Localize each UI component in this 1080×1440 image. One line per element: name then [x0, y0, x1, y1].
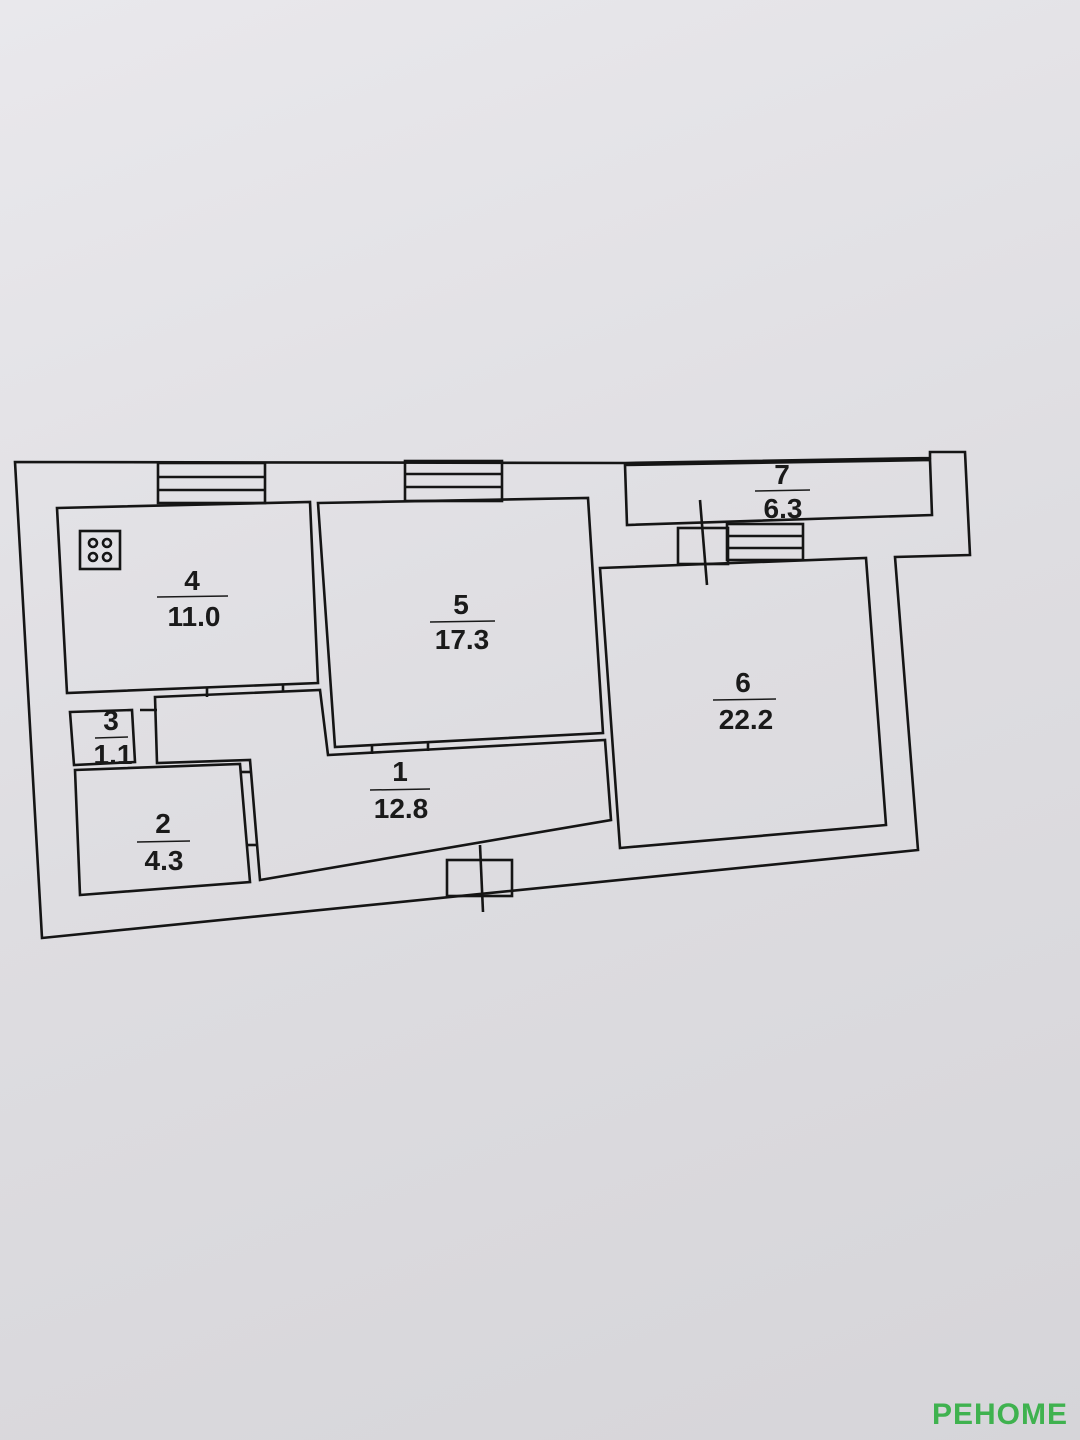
- watermark-logo: PEHOME: [931, 1398, 1068, 1431]
- room-label-6: 6 22.2: [712, 667, 777, 735]
- room-7-outline: [623, 458, 934, 527]
- room-label-5: 5 17.3: [429, 589, 496, 655]
- room-number: 2: [155, 808, 171, 839]
- room-number: 5: [453, 589, 469, 620]
- room-number: 7: [774, 459, 790, 490]
- room-area: 22.2: [719, 704, 774, 735]
- room-2-outline: [73, 762, 252, 897]
- room-label-3: 3 1.1: [94, 705, 133, 770]
- room-5-outline: [316, 496, 605, 749]
- room-label-1: 1 12.8: [369, 756, 431, 824]
- room-number: 1: [392, 756, 408, 787]
- room-label-7: 7 6.3: [754, 459, 811, 524]
- room-number: 3: [103, 705, 119, 736]
- room-area: 11.0: [168, 601, 221, 632]
- room-area: 1.1: [94, 739, 133, 770]
- room-6-outline: [598, 556, 888, 850]
- room-label-4: 4 11.0: [156, 565, 229, 632]
- outer-walls: [13, 450, 972, 940]
- room-3-outline: [68, 708, 137, 767]
- room-number: 6: [735, 667, 751, 698]
- room-walls: [55, 458, 934, 897]
- stove-icon: [78, 529, 122, 571]
- room-area: 17.3: [435, 624, 490, 655]
- room-area: 12.8: [374, 793, 429, 824]
- room-area: 4.3: [145, 845, 184, 876]
- room-1-outline: [153, 688, 613, 882]
- room-number: 4: [184, 565, 200, 596]
- room-4-outline: [55, 500, 320, 695]
- room-label-2: 2 4.3: [136, 808, 191, 876]
- room-area: 6.3: [764, 493, 803, 524]
